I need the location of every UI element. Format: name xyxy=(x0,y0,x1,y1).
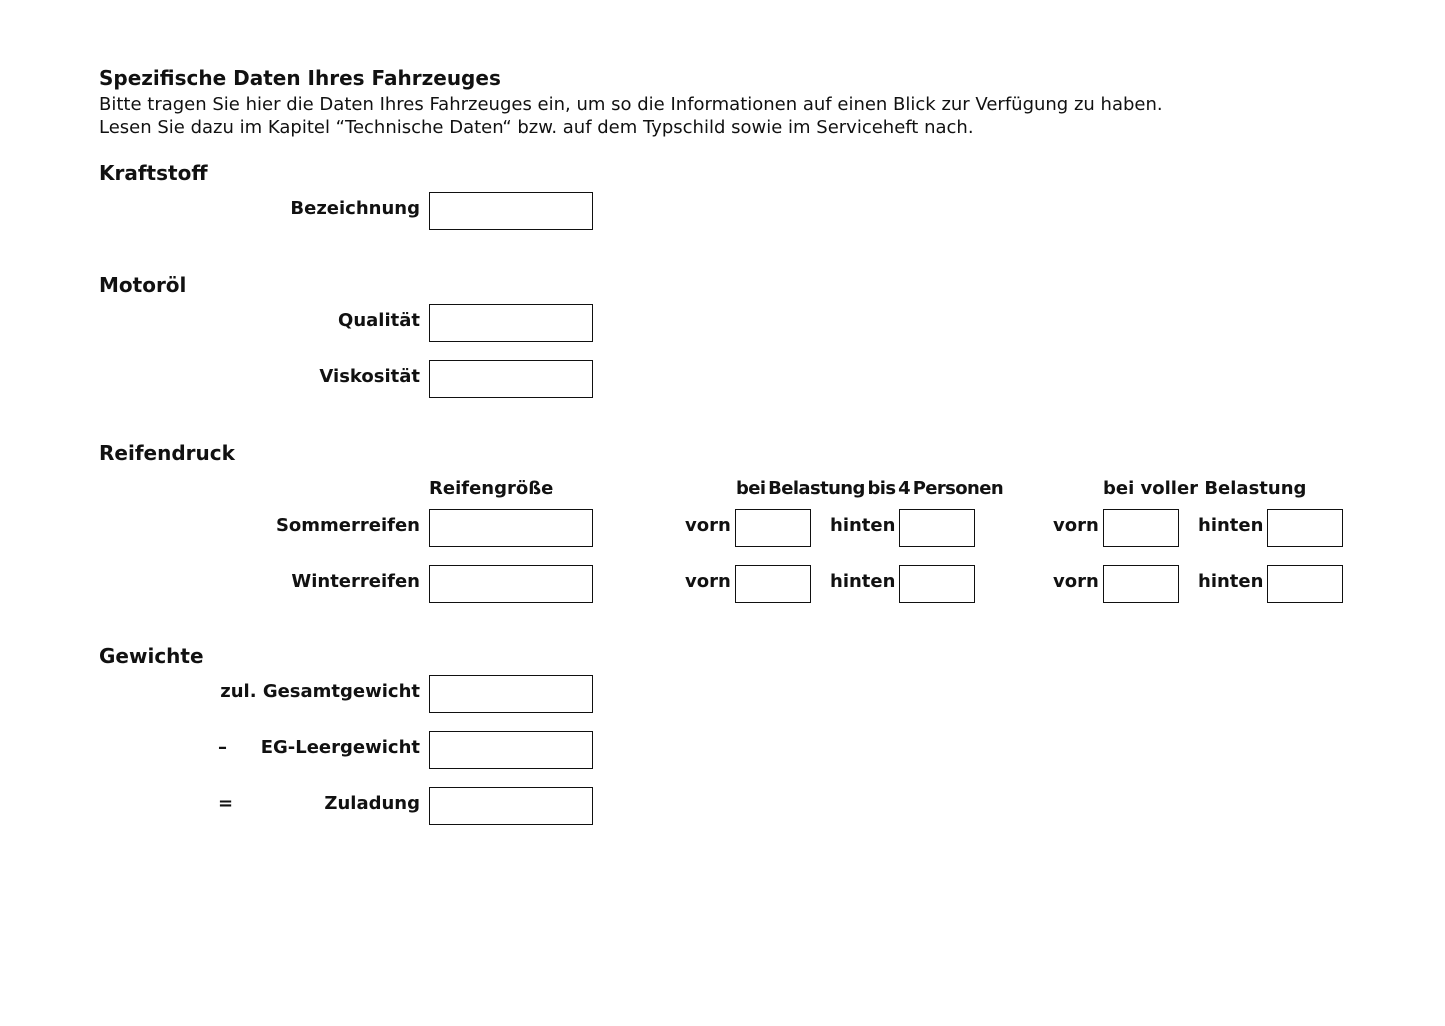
sommerreifen-bis4-hinten-label: hinten xyxy=(830,515,896,536)
sommerreifen-voll-hinten-label: hinten xyxy=(1198,515,1264,536)
qualitaet-field[interactable] xyxy=(429,304,593,342)
intro-line-1: Bitte tragen Sie hier die Daten Ihres Fa… xyxy=(99,94,1163,115)
sommerreifen-bis4-vorn-label: vorn xyxy=(685,515,731,536)
winterreifen-voll-hinten-field[interactable] xyxy=(1267,565,1343,603)
winterreifen-voll-vorn-label: vorn xyxy=(1053,571,1099,592)
winterreifen-voll-vorn-field[interactable] xyxy=(1103,565,1179,603)
section-heading-reifendruck: Reifendruck xyxy=(99,441,235,465)
leergewicht-field[interactable] xyxy=(429,731,593,769)
zuladung-label: Zuladung xyxy=(324,793,420,814)
winterreifen-bis4-hinten-label: hinten xyxy=(830,571,896,592)
section-heading-kraftstoff: Kraftstoff xyxy=(99,161,208,185)
gesamtgewicht-field[interactable] xyxy=(429,675,593,713)
winterreifen-voll-hinten-label: hinten xyxy=(1198,571,1264,592)
column-header-bis-4-personen: bei Belastung bis 4 Personen xyxy=(736,478,1004,499)
section-heading-motoroel: Motoröl xyxy=(99,273,187,297)
intro-line-2: Lesen Sie dazu im Kapitel “Technische Da… xyxy=(99,117,974,138)
viskositaet-field[interactable] xyxy=(429,360,593,398)
sommerreifen-voll-hinten-field[interactable] xyxy=(1267,509,1343,547)
qualitaet-label: Qualität xyxy=(338,310,420,331)
zuladung-field[interactable] xyxy=(429,787,593,825)
gesamtgewicht-label: zul. Gesamtgewicht xyxy=(220,681,420,702)
sommerreifen-size-field[interactable] xyxy=(429,509,593,547)
sommerreifen-label: Sommerreifen xyxy=(275,515,420,536)
sommerreifen-voll-vorn-field[interactable] xyxy=(1103,509,1179,547)
winterreifen-size-field[interactable] xyxy=(429,565,593,603)
column-header-reifengroesse: Reifengröße xyxy=(429,478,554,499)
bezeichnung-field[interactable] xyxy=(429,192,593,230)
minus-sign: – xyxy=(218,737,227,758)
bezeichnung-label: Bezeichnung xyxy=(290,198,420,219)
winterreifen-label: Winterreifen xyxy=(291,571,420,592)
viskositaet-label: Viskosität xyxy=(319,366,420,387)
column-header-volle-belastung: bei voller Belastung xyxy=(1103,478,1307,499)
sommerreifen-voll-vorn-label: vorn xyxy=(1053,515,1099,536)
section-heading-gewichte: Gewichte xyxy=(99,644,204,668)
winterreifen-bis4-vorn-label: vorn xyxy=(685,571,731,592)
winterreifen-bis4-hinten-field[interactable] xyxy=(899,565,975,603)
sommerreifen-bis4-hinten-field[interactable] xyxy=(899,509,975,547)
leergewicht-label: EG-Leergewicht xyxy=(260,737,420,758)
equals-sign: = xyxy=(218,793,234,814)
page-title: Spezifische Daten Ihres Fahrzeuges xyxy=(99,66,501,90)
sommerreifen-bis4-vorn-field[interactable] xyxy=(735,509,811,547)
winterreifen-bis4-vorn-field[interactable] xyxy=(735,565,811,603)
